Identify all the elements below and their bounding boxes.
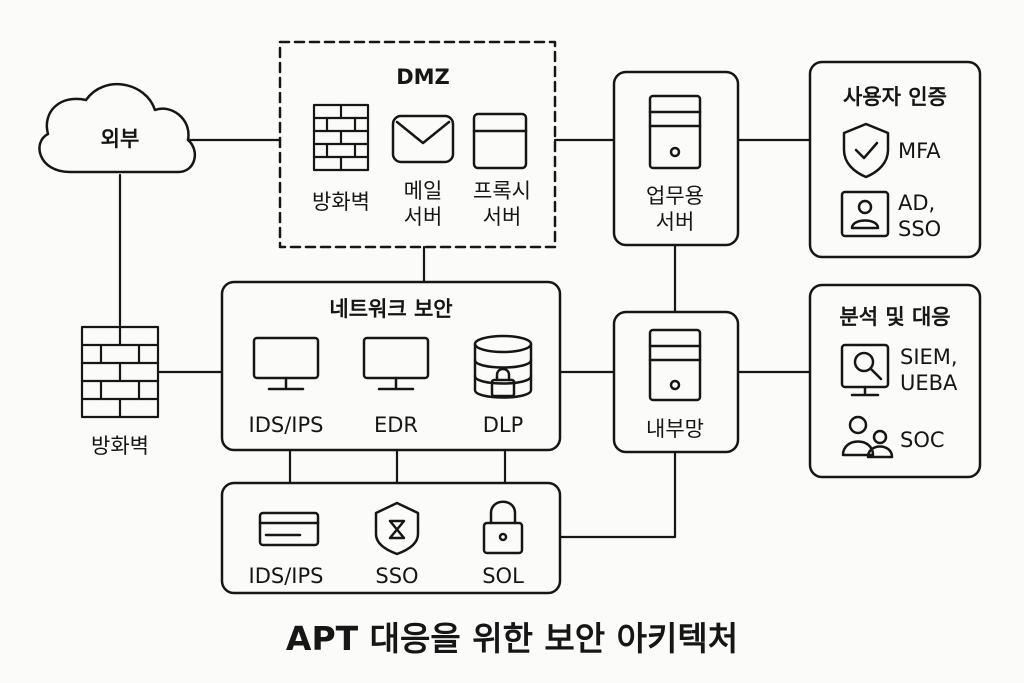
business-server-label: 업무용 서버 <box>646 184 704 234</box>
external-label: 외부 <box>100 127 140 151</box>
magnifier-monitor-icon <box>840 343 890 397</box>
internal-server-icon <box>648 328 702 402</box>
siem-ueba-label: SIEM, UEBA <box>900 345 958 395</box>
cloud-icon <box>38 83 197 174</box>
internal-network-box <box>612 310 740 454</box>
dmz-zone <box>278 40 557 249</box>
diagram-title: APT 대응을 위한 보안 아키텍처 <box>285 619 739 658</box>
shield-hourglass-icon <box>374 501 420 556</box>
mfa-label: MFA <box>898 139 941 163</box>
shield-check-icon <box>842 122 890 179</box>
network-security-box <box>220 280 562 452</box>
outer-firewall-icon <box>80 325 160 419</box>
ids-ips-monitor-icon <box>252 336 320 391</box>
users-icon <box>841 415 894 459</box>
dlp-label: DLP <box>482 413 524 437</box>
soc-label: SOC <box>900 428 945 452</box>
bottom-ids-ips-label: IDS/IPS <box>248 564 324 588</box>
business-server-icon <box>648 94 702 170</box>
edr-label: EDR <box>373 413 419 437</box>
bottom-sol-label: SOL <box>482 564 524 588</box>
proxy-server-label: 프록시 서버 <box>473 179 531 229</box>
user-auth-box <box>808 60 982 259</box>
user-auth-title: 사용자 인증 <box>843 85 947 109</box>
mail-icon <box>391 114 455 164</box>
bottom-group-box <box>220 481 562 595</box>
business-server-box <box>612 70 740 247</box>
connector-lines <box>118 138 812 539</box>
lock-icon <box>482 500 524 555</box>
dmz-firewall-label: 방화벽 <box>312 190 370 214</box>
internal-network-label: 내부망 <box>646 417 704 441</box>
dlp-database-lock-icon <box>473 334 533 399</box>
analysis-box <box>808 283 982 479</box>
edr-monitor-icon <box>362 336 430 391</box>
analysis-title: 분석 및 대응 <box>839 305 951 329</box>
ad-sso-label: AD, SSO <box>898 191 942 241</box>
mail-server-label: 메일 서버 <box>403 179 443 229</box>
id-card-icon <box>840 190 890 238</box>
dmz-firewall-icon <box>312 103 370 172</box>
card-icon <box>258 511 320 547</box>
bottom-sso-label: SSO <box>375 564 419 588</box>
proxy-icon <box>472 112 528 170</box>
outer-firewall-label: 방화벽 <box>91 434 149 458</box>
dmz-title: DMZ <box>396 65 450 89</box>
network-security-title: 네트워크 보안 <box>329 297 453 321</box>
ids-ips-label: IDS/IPS <box>248 413 324 437</box>
